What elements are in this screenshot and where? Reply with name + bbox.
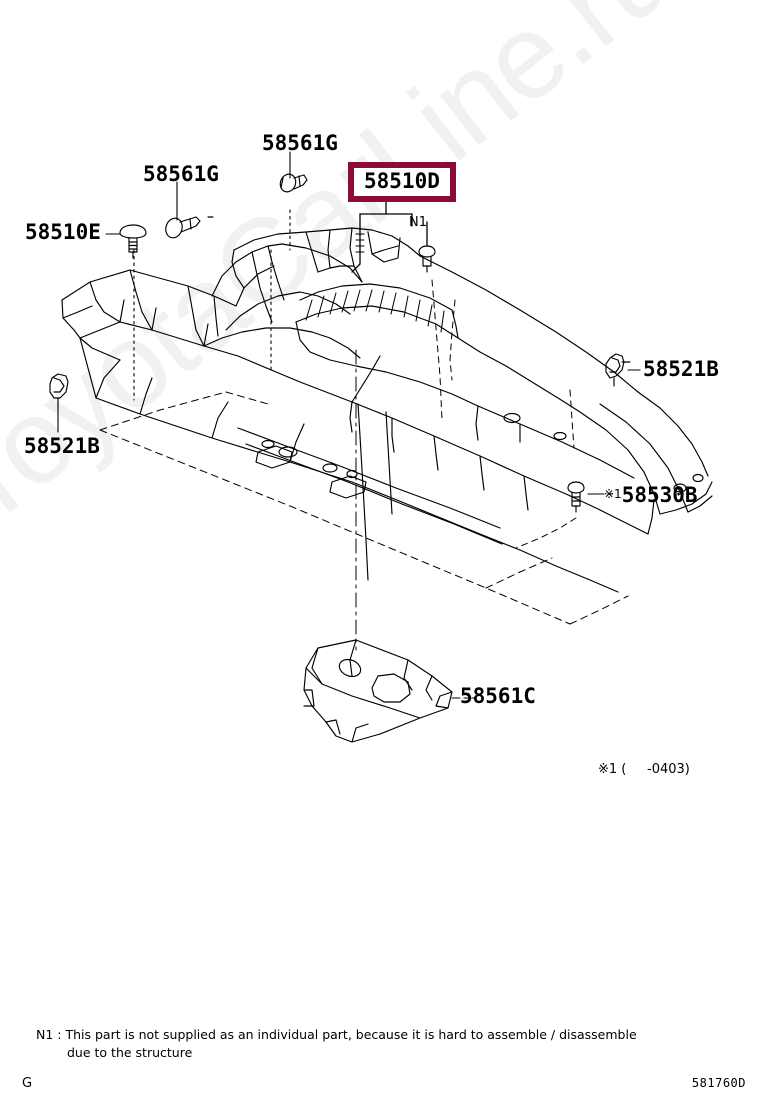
assembly-guide-lines xyxy=(431,279,577,549)
hidden-outline xyxy=(99,391,629,625)
callout-part-number: 58510E xyxy=(25,220,101,244)
clip-58521B-left xyxy=(49,373,69,409)
front-carpet-assembly xyxy=(231,227,639,413)
highlighted-part-number: 58510D xyxy=(364,169,440,193)
callout-58521B-right[interactable]: 58521B xyxy=(643,359,719,380)
bracket-58561C xyxy=(303,639,453,743)
drawing-number: 581760D xyxy=(691,1076,746,1090)
leader-lines xyxy=(57,151,641,699)
callout-part-number: 58521B xyxy=(24,434,100,458)
page-code: G xyxy=(22,1076,33,1091)
callout-58530B[interactable]: ※158530B xyxy=(604,485,698,506)
star-prefix: ※1 xyxy=(604,487,622,501)
footnote-key: N1 : xyxy=(36,1027,62,1042)
highlighted-part-58510D[interactable]: 58510D xyxy=(348,162,456,202)
clip-58561G-left xyxy=(165,216,214,239)
clip-58510E xyxy=(119,224,147,259)
clip-58530B xyxy=(567,481,585,513)
callout-58561G-center[interactable]: 58561G xyxy=(262,133,338,154)
callout-part-number: 58561G xyxy=(143,162,219,186)
transmission-tunnel xyxy=(203,243,381,403)
callout-part-number: 58521B xyxy=(643,357,719,381)
star1-date-note: ※1 ( -0403) xyxy=(598,762,690,777)
footnote-n1: N1 : This part is not supplied as an ind… xyxy=(36,1026,736,1062)
callout-58521B-left[interactable]: 58521B xyxy=(24,436,100,457)
leader-lines-dashed xyxy=(455,493,615,699)
n1-marker: N1 xyxy=(409,215,427,230)
footnote-line1: This part is not supplied as an individu… xyxy=(65,1027,637,1042)
clip-58561G-center xyxy=(279,173,308,193)
floor-pan-structure xyxy=(237,391,713,593)
clip-N1 xyxy=(418,245,436,273)
callout-58561C[interactable]: 58561C xyxy=(460,686,536,707)
callout-part-number: 58530B xyxy=(621,483,698,507)
clip-58521B-right xyxy=(605,353,631,387)
clip-leader-lines xyxy=(133,209,291,401)
rear-carpet-panel xyxy=(61,269,353,483)
callout-part-number: 58561C xyxy=(460,684,536,708)
callout-58561G-left[interactable]: 58561G xyxy=(143,164,219,185)
callout-58510E[interactable]: 58510E xyxy=(25,222,101,243)
footnote-line2: due to the structure xyxy=(67,1045,193,1061)
highlight-leader-tick xyxy=(355,233,365,253)
carpet-ribs xyxy=(305,289,445,333)
callout-part-number: 58561G xyxy=(262,131,338,155)
